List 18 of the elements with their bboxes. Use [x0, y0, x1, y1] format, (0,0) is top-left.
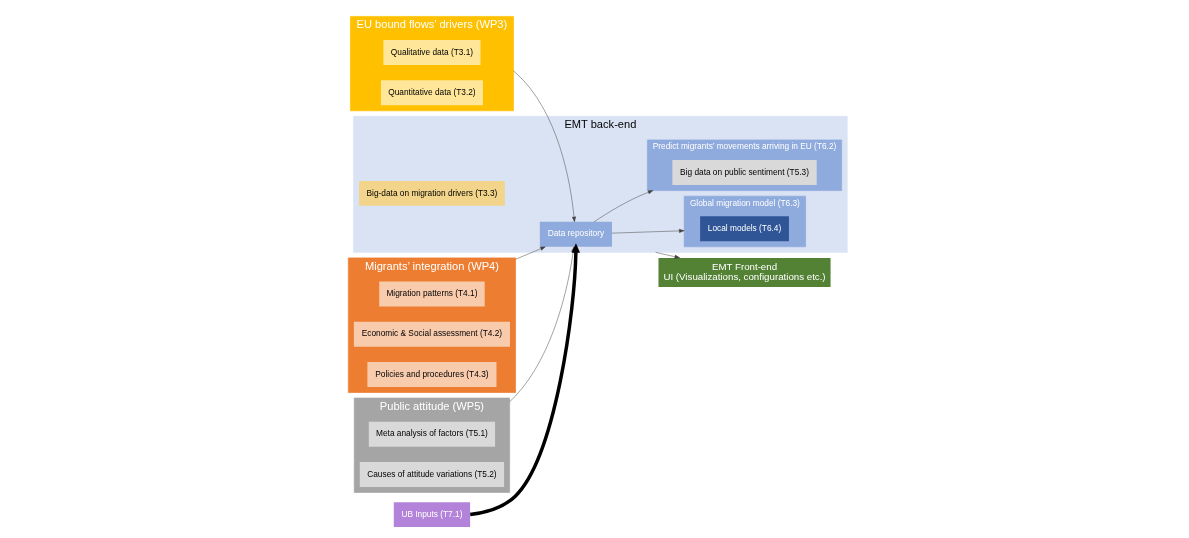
node-box: Big-data on migration drivers (T3.3)	[358, 180, 505, 206]
node-box: Migration patterns (T4.1)	[378, 281, 485, 307]
node-box: Economic & Social assessment (T4.2)	[353, 321, 510, 347]
arrow	[611, 228, 684, 234]
node-box: Data repository	[539, 221, 612, 247]
node-box: Causes of attitude variations (T5.2)	[359, 461, 504, 487]
arrow	[654, 252, 680, 259]
node-box: Big data on public sentiment (T5.3)	[671, 160, 817, 186]
node-box: UB Inputs (T7.1)	[393, 502, 470, 528]
node-box: Local models (T6.4)	[699, 216, 789, 242]
node-box: EMT Front-end UI (Visualizations, configurations etc.)	[658, 257, 831, 288]
arrow	[593, 190, 653, 223]
arrow	[514, 246, 546, 260]
node-box: Quantitative data (T3.2)	[380, 80, 483, 106]
node-box: Qualitative data (T3.1)	[382, 40, 480, 65]
node-box: Policies and procedures (T4.3)	[366, 362, 496, 387]
arrow	[512, 70, 576, 223]
node-box: Meta analysis of factors (T5.1)	[368, 421, 495, 447]
